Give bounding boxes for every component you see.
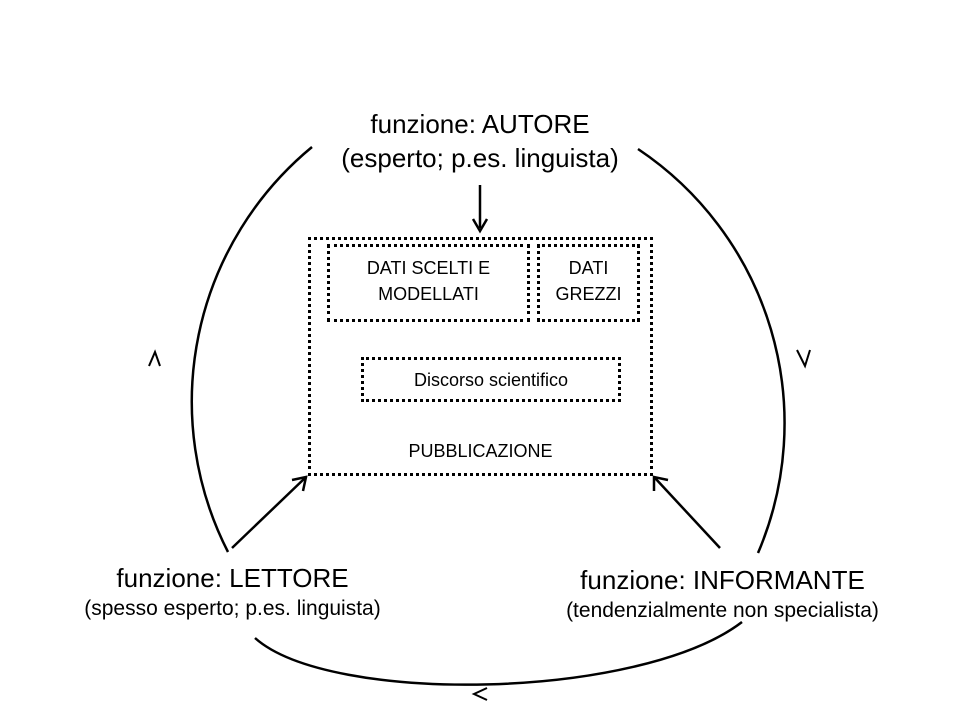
discourse-box — [361, 357, 621, 402]
informant-label: funzione: INFORMANTE (tendenzialmente no… — [530, 563, 915, 625]
author-title: funzione: AUTORE — [370, 109, 590, 139]
chosen-data-box — [327, 244, 530, 322]
arc-arrowhead-left — [148, 349, 161, 367]
arrow-reader-to-publication — [231, 477, 306, 549]
author-label: funzione: AUTORE (esperto; p.es. linguis… — [280, 107, 680, 175]
arc-arrowhead-right — [796, 349, 811, 369]
informant-title: funzione: INFORMANTE — [580, 565, 865, 595]
reader-title: funzione: LETTORE — [116, 563, 349, 593]
author-subtitle: (esperto; p.es. linguista) — [341, 143, 619, 173]
arrowhead-author — [471, 218, 489, 234]
arc-arrowhead-bottom — [471, 687, 488, 701]
chosen-data-text: DATI SCELTI E MODELLATI — [327, 255, 530, 307]
raw-data-box — [537, 244, 640, 322]
raw-data-text: DATI GREZZI — [537, 255, 640, 307]
informant-subtitle: (tendenzialmente non specialista) — [566, 599, 879, 622]
arc-informant-to-reader — [254, 621, 743, 686]
arrow-informant-to-publication — [654, 477, 721, 549]
reader-subtitle: (spesso esperto; p.es. linguista) — [84, 597, 381, 620]
discourse-text: Discorso scientifico — [413, 370, 569, 390]
publication-box — [308, 237, 653, 476]
arrowhead-informant — [652, 475, 669, 491]
raw-data-line2: GREZZI — [555, 284, 622, 304]
arc-reader-to-author — [190, 146, 313, 553]
raw-data-line1: DATI — [568, 258, 609, 278]
arc-author-to-informant — [637, 147, 786, 554]
chosen-data-line1: DATI SCELTI E — [366, 258, 491, 278]
arrowhead-reader — [291, 475, 308, 492]
reader-label: funzione: LETTORE (spesso esperto; p.es.… — [40, 561, 425, 623]
publication-label: PUBBLICAZIONE — [408, 441, 553, 461]
chosen-data-line2: MODELLATI — [378, 284, 479, 304]
